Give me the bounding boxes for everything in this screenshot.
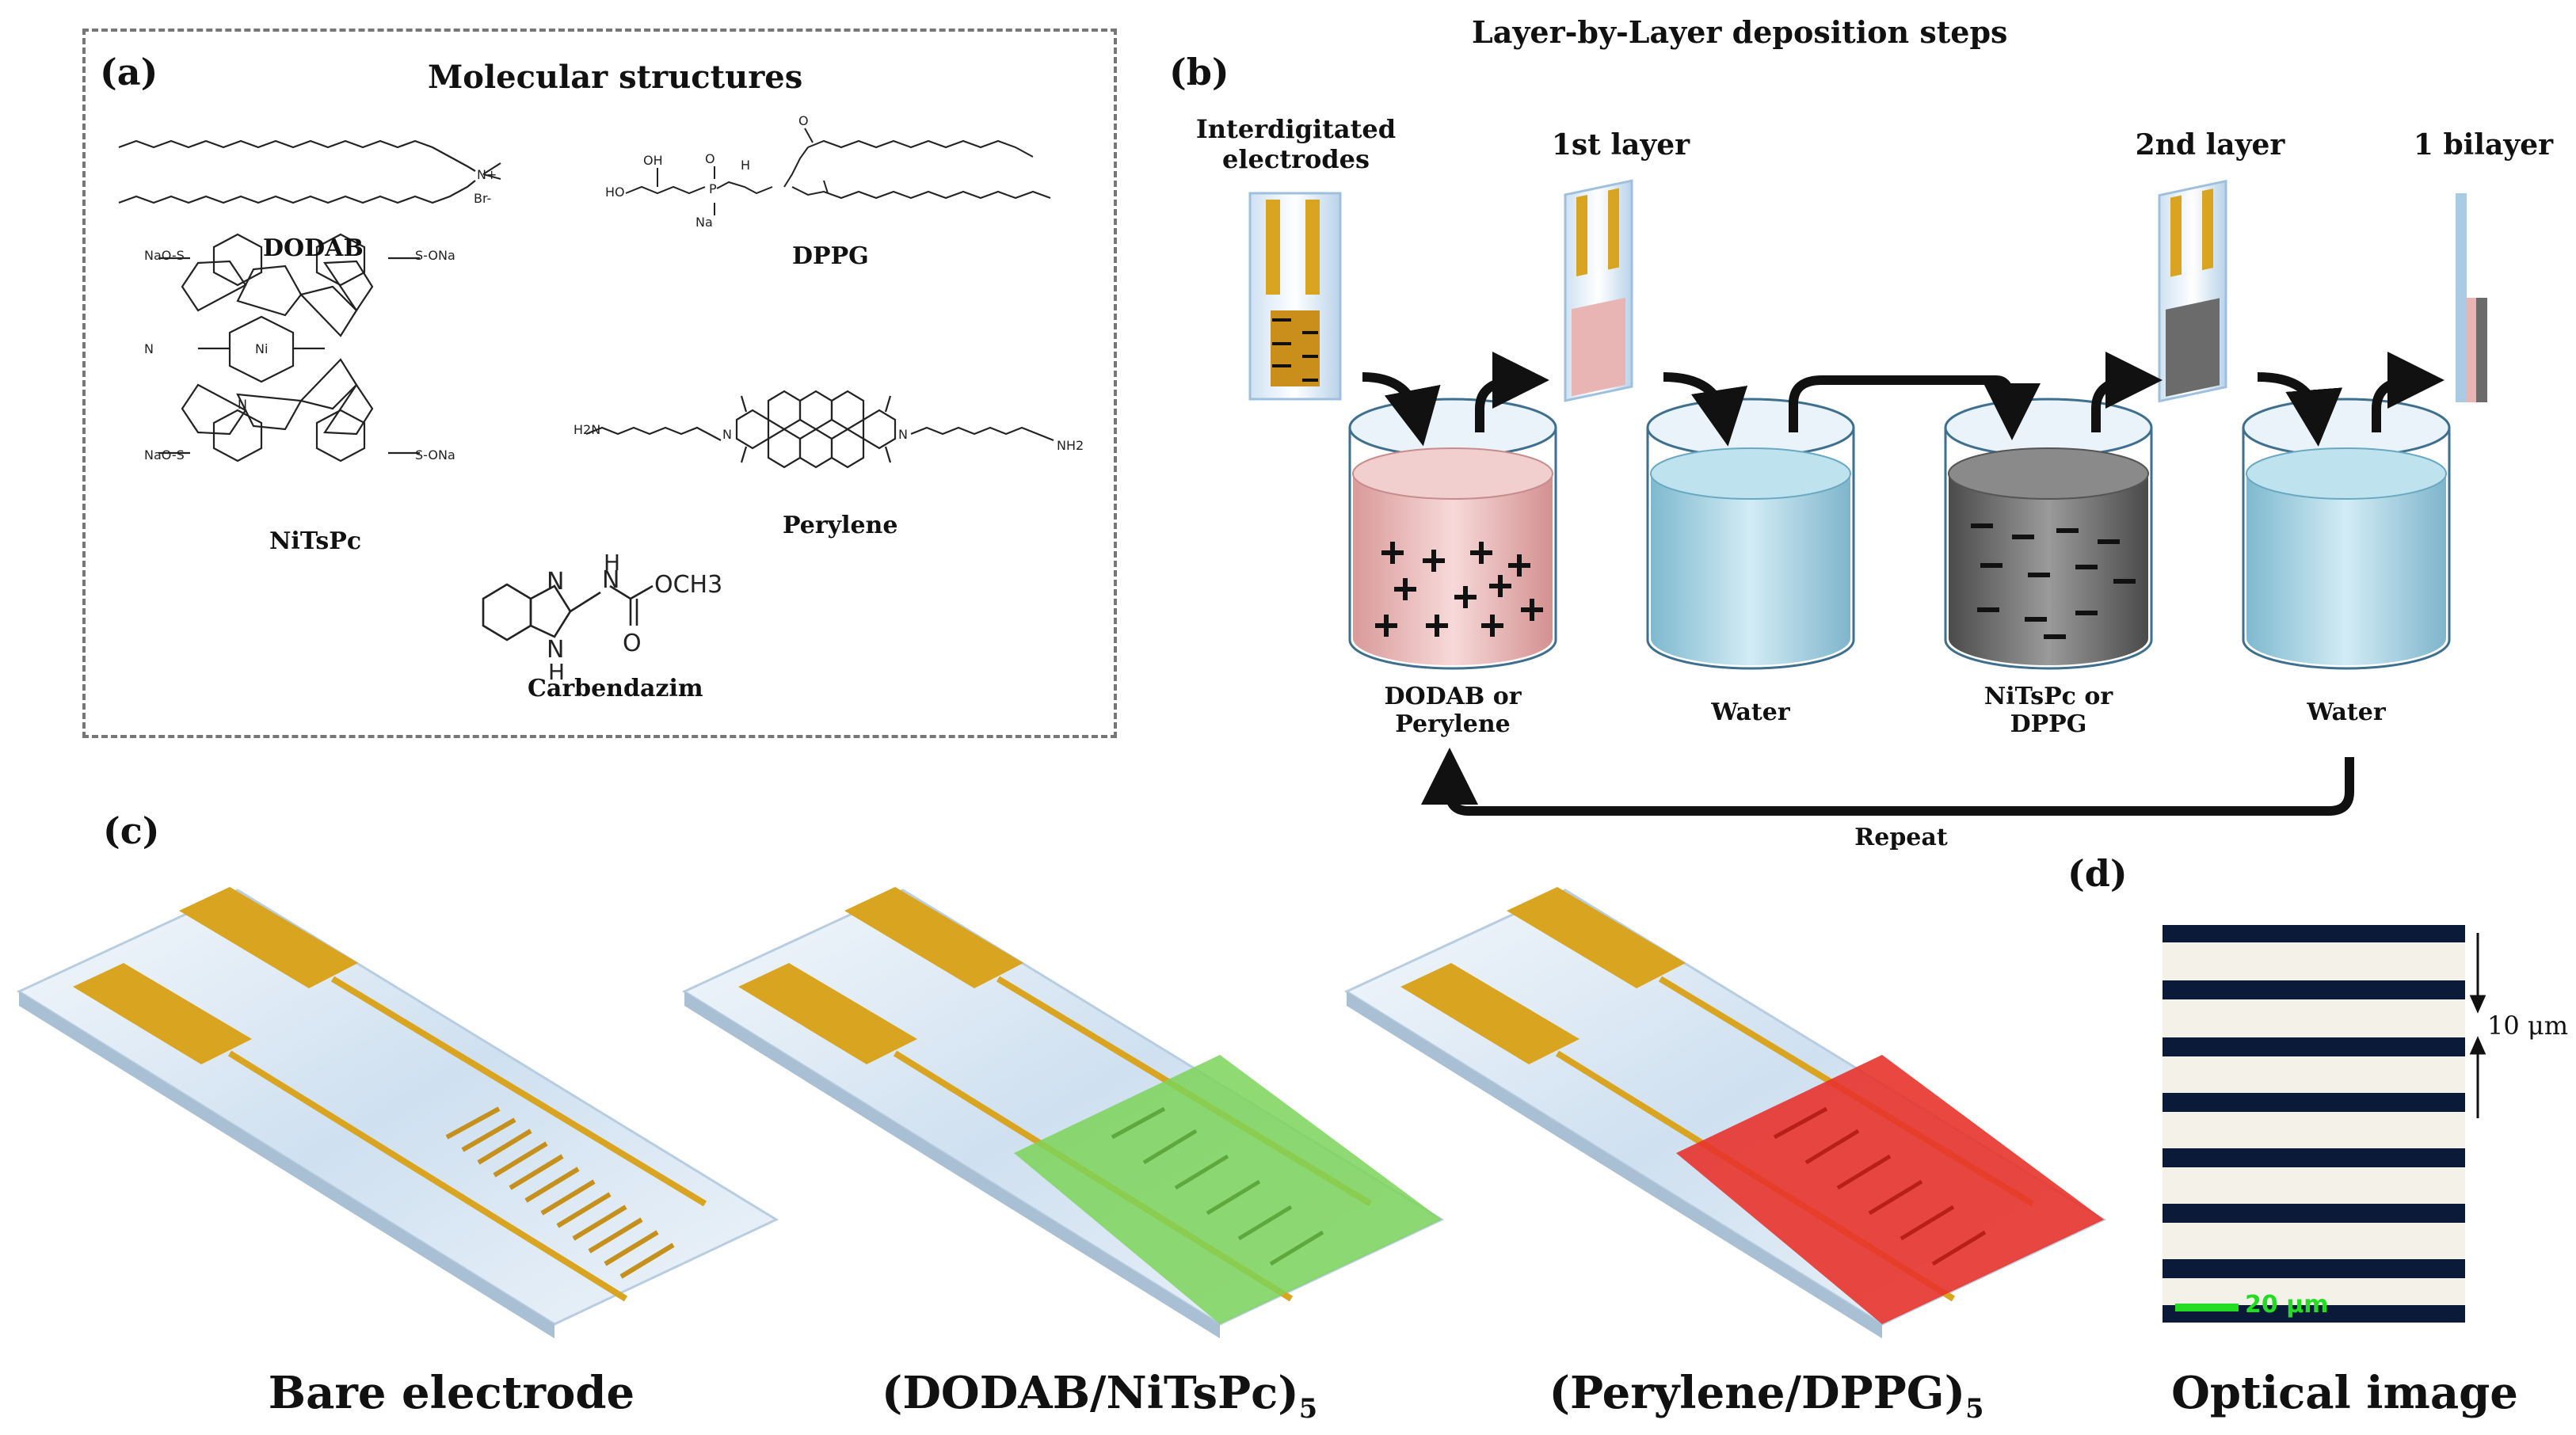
positive-charges [1375, 542, 1543, 637]
carbendazim-nh-h: H [548, 659, 565, 685]
perylene-n-right: N [898, 427, 908, 442]
carbendazim-och3: OCH3 [654, 571, 722, 599]
dppg-h: H [741, 158, 750, 173]
panel-b-label: (b) [1169, 51, 1229, 93]
dppg-o-ester: O [798, 113, 809, 128]
panel-d-label: (d) [2067, 852, 2128, 895]
dodab-nitspc-electrode [681, 887, 1445, 1338]
perylene-n-left: N [722, 427, 732, 442]
beaker-1-label: DODAB or Perylene [1384, 683, 1522, 738]
caption-bare-electrode: Bare electrode [268, 1367, 635, 1419]
nitspc-ni: Ni [255, 341, 268, 356]
mol-label-dppg: DPPG [792, 242, 869, 270]
dppg-p: P [709, 181, 717, 196]
caption-optical-image: Optical image [2171, 1367, 2518, 1419]
perylene-dppg-electrode [1343, 887, 2107, 1338]
dppg-ho: HO [605, 185, 625, 200]
beaker-2-label: Water [1711, 698, 1790, 726]
nitspc-n-bottom: N [238, 397, 247, 412]
caption-perylene-dppg: (Perylene/DPPG)5 [1549, 1367, 1984, 1425]
mol-label-perylene: Perylene [783, 512, 898, 539]
scale-bar-label: 20 μm [2245, 1291, 2329, 1319]
panel-b-title: Layer-by-Layer deposition steps [1472, 14, 2008, 50]
nitspc-structure [158, 233, 420, 462]
carbendazim-h: H [604, 550, 620, 576]
interdigitated-label: Interdigitated electrodes [1195, 114, 1397, 174]
interdigitated-slide [1248, 192, 1342, 401]
dppg-oh: OH [643, 153, 663, 168]
first-layer-slide [1564, 179, 1633, 402]
beaker-4-label: Water [2307, 698, 2386, 726]
panel-a-label: (a) [100, 51, 158, 93]
caption-dodab-nitspc-subscript: 5 [1298, 1392, 1318, 1425]
bilayer-side-view [2456, 193, 2487, 402]
caption-perylene-dppg-subscript: 5 [1965, 1392, 1984, 1425]
micrograph-spacing-label: 10 μm [2487, 1011, 2569, 1041]
carbendazim-o: O [623, 630, 642, 657]
dodab-n-plus: N+ [477, 167, 497, 182]
perylene-structure [585, 390, 1054, 469]
carbendazim-nh: N [547, 636, 564, 664]
perylene-nh2: NH2 [1057, 438, 1084, 453]
caption-dodab-nitspc: (DODAB/NiTsPc)5 [881, 1367, 1318, 1425]
mol-label-carbendazim: Carbendazim [528, 675, 703, 702]
panel-a-title: Molecular structures [428, 59, 803, 96]
beaker-3-label: NiTsPc or DPPG [1983, 683, 2113, 738]
carbendazim-n-amide: N [602, 566, 619, 594]
optical-micrograph: 20 μm [2163, 925, 2465, 1323]
repeat-label: Repeat [1854, 824, 1948, 851]
layer2-label: 2nd layer [2135, 128, 2285, 162]
dppg-na: Na [695, 215, 713, 230]
process-arrows [1362, 352, 2445, 816]
dodab-br: Br- [474, 191, 491, 206]
carbendazim-n: N [547, 568, 564, 596]
second-layer-slide [2158, 179, 2227, 403]
nitspc-ona-top: S-ONa [415, 248, 455, 263]
nitspc-nao-bottom: NaO-S [144, 447, 185, 462]
panel-a-frame [82, 29, 1117, 738]
panel-c-label: (c) [103, 809, 160, 852]
nitspc-n-left: N [144, 341, 154, 356]
perylene-h2n: H2N [574, 422, 600, 437]
carbendazim-structure [482, 583, 654, 641]
beaker-4 [2242, 398, 2451, 670]
mol-label-dodab: DODAB [263, 234, 364, 262]
negative-charges [1971, 523, 2136, 639]
nitspc-nao-top: NaO-S [144, 248, 185, 263]
bilayer-label: 1 bilayer [2413, 128, 2554, 162]
scale-bar [2175, 1304, 2239, 1311]
layer1-label: 1st layer [1551, 128, 1690, 162]
dodab-structure [118, 139, 501, 204]
nitspc-ona-bottom: S-ONa [415, 447, 455, 462]
dppg-o-top: O [705, 151, 715, 166]
dppg-structure [625, 128, 1051, 215]
mol-label-nitspc: NiTsPc [269, 527, 362, 555]
bare-electrode [16, 887, 779, 1338]
